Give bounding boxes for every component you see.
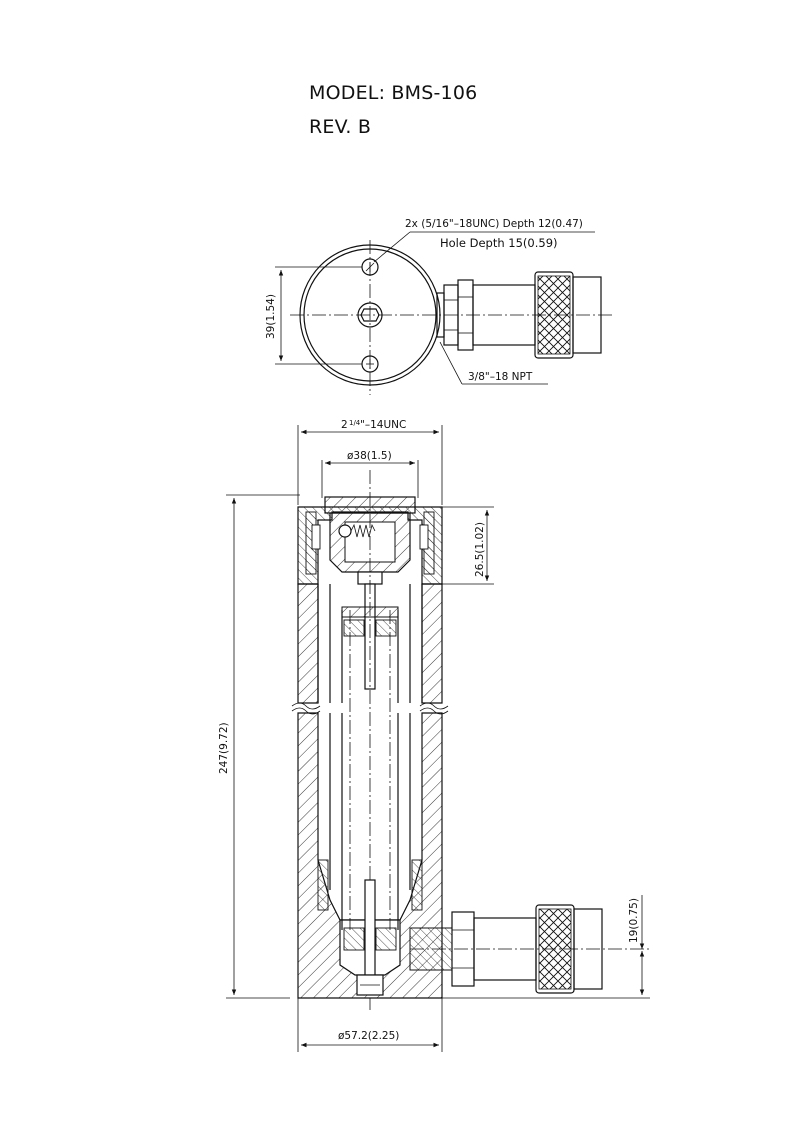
- body-thread-callout: 2 1/4 "–14UNC: [341, 419, 406, 431]
- model-title: MODEL: BMS-106: [309, 82, 478, 104]
- cap-height-dim: 26.5(1.02): [474, 522, 486, 577]
- svg-text:"–14UNC: "–14UNC: [360, 419, 406, 431]
- overall-length-dim: 247(9.72): [218, 722, 230, 774]
- top-port-fitting: [436, 271, 602, 359]
- hole-depth-callout: Hole Depth 15(0.59): [440, 236, 558, 250]
- guide-rod-bottom: [364, 879, 376, 976]
- svg-text:1/4: 1/4: [349, 419, 361, 427]
- section-view: 2 1/4 "–14UNC ø38(1.5): [218, 419, 650, 1052]
- svg-text:2: 2: [341, 419, 348, 431]
- top-view: 39(1.54) 2x (5/16"–18UNC) Depth 12(0.47)…: [265, 218, 615, 395]
- check-ball: [338, 524, 352, 538]
- port-thread-callout: 3/8"–18 NPT: [468, 371, 533, 383]
- revision-label: REV. B: [309, 116, 372, 138]
- bore-diameter-dim: ø38(1.5): [347, 450, 392, 462]
- hole-thread-callout: 2x (5/16"–18UNC) Depth 12(0.47): [405, 218, 583, 230]
- spring-icon: [350, 523, 376, 538]
- body-diameter-dim: ø57.2(2.25): [338, 1030, 399, 1042]
- port-height-dim: 19(0.75): [628, 898, 640, 943]
- bolt-spacing-dim: 39(1.54): [265, 294, 277, 339]
